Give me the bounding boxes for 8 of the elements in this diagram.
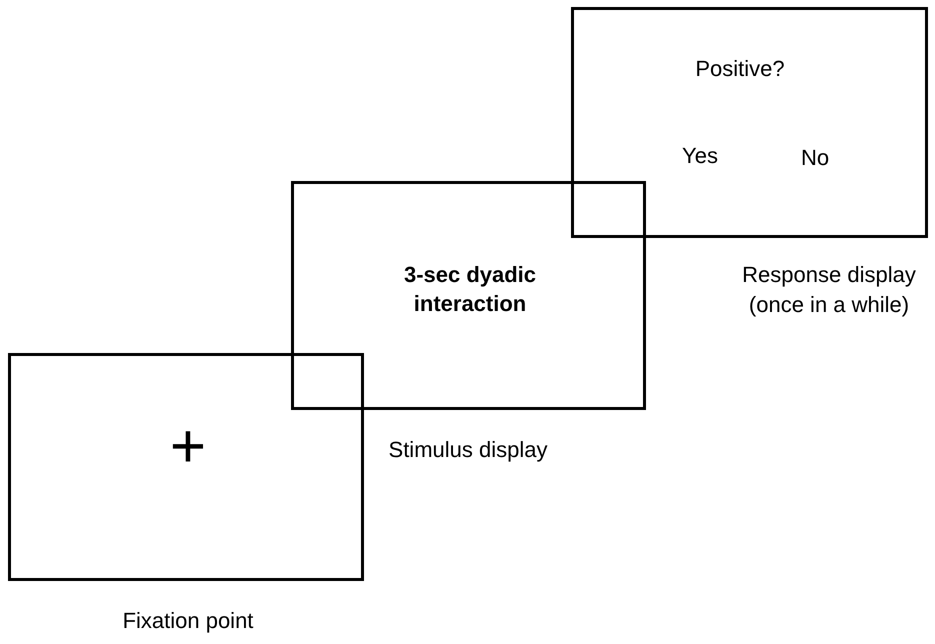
fixation-cross: + xyxy=(170,416,206,478)
display-caption: Response display (once in a while) xyxy=(741,261,917,319)
display-caption: Fixation point xyxy=(122,607,254,635)
answer-option: Yes xyxy=(682,141,718,171)
question-text: Positive? xyxy=(695,55,785,83)
display-caption: Stimulus display xyxy=(388,436,548,464)
stimulus-text: 3-sec dyadic interaction xyxy=(402,261,538,318)
answer-option: No xyxy=(800,143,830,173)
